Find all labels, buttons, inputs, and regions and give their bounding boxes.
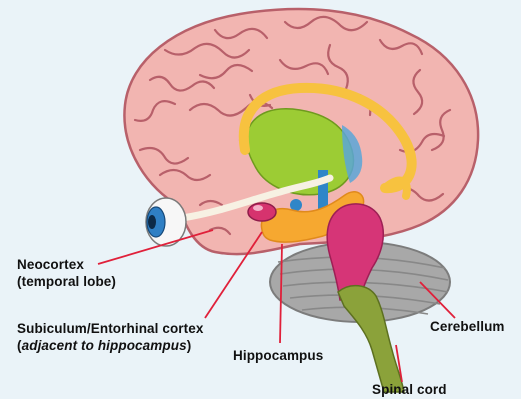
subiculum-label-line1: Subiculum/Entorhinal cortex [17,320,203,337]
subiculum-label-line2: (adjacent to hippocampus) [17,337,203,354]
amygdala-highlight-shape [253,205,263,211]
cerebellum-label: Cerebellum [430,318,505,335]
subiculum-paren-close: ) [187,338,192,353]
hippocampus-label: Hippocampus [233,347,323,364]
subiculum-label-italic: adjacent to hippocampus [22,338,187,353]
amygdala-shape [248,203,276,221]
neocortex-label-line2: (temporal lobe) [17,273,116,290]
eye-shape [146,198,186,246]
hippocampus-pointer [280,244,282,343]
neocortex-label-line1: Neocortex [17,256,116,273]
subiculum-label: Subiculum/Entorhinal cortex (adjacent to… [17,320,203,354]
spinal-cord-label: Spinal cord [372,381,447,398]
neocortex-label: Neocortex (temporal lobe) [17,256,116,290]
